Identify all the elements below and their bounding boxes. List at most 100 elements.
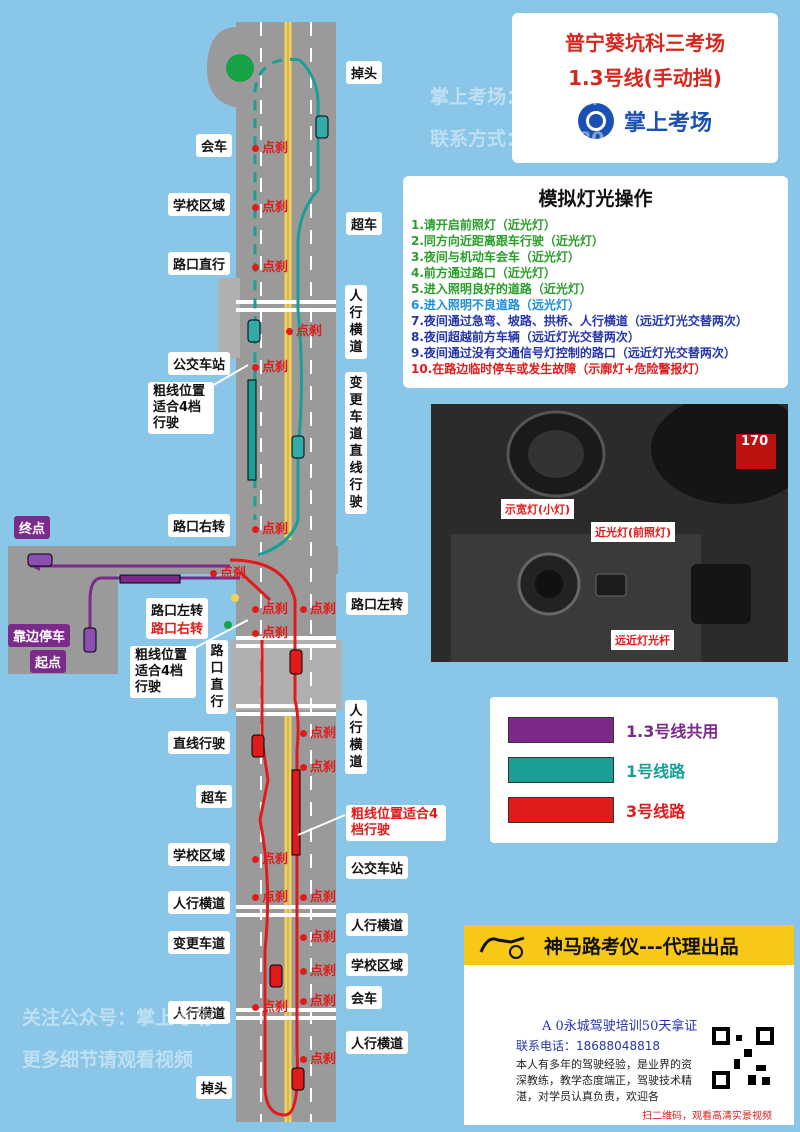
label-biangeng: 变更车道 bbox=[168, 931, 231, 954]
light-operation-panel: 模拟灯光操作 1.请开启前照灯（近光灯） 2.同方向近距离跟车行驶（近光灯） 3.夜… bbox=[403, 176, 788, 388]
dianzha-marker: 点刹 bbox=[252, 518, 288, 537]
light-item: 9.夜间通过没有交通信号灯控制的路口（远近灯光交替两次） bbox=[411, 346, 736, 360]
dot-icon bbox=[252, 894, 259, 901]
dot-icon bbox=[300, 606, 307, 613]
light-heading: 模拟灯光操作 bbox=[538, 188, 653, 210]
label-kaobian: 靠边停车 bbox=[8, 624, 71, 647]
label-r-renxing4: 人行横道 bbox=[346, 1031, 409, 1054]
dianzha-label: 点刹 bbox=[310, 602, 337, 617]
dianzha-label: 点刹 bbox=[262, 890, 289, 905]
dot-icon bbox=[300, 1056, 307, 1063]
steering-wheel-icon bbox=[577, 103, 614, 139]
dashboard-photo: 170 示宽灯(小灯) 近光灯(前照灯) 远近灯光杆 bbox=[431, 404, 788, 662]
dianzha-marker: 点刹 bbox=[210, 562, 246, 581]
dianzha-marker: 点刹 bbox=[300, 886, 336, 905]
legend-swatch bbox=[508, 757, 614, 783]
legend-row-line1: 1号线路 bbox=[508, 757, 685, 783]
stalk-label: 远近灯光杆 bbox=[611, 630, 674, 650]
light-item: 2.同方向近距离跟车行驶（近光灯） bbox=[411, 234, 604, 248]
label-renxing: 人行横道 bbox=[168, 891, 231, 914]
dianzha-label: 点刹 bbox=[262, 1000, 289, 1015]
light-item: 7.夜间通过急弯、坡路、拱桥、人行横道（远近灯光交替两次） bbox=[411, 314, 748, 328]
label-lukou-zuozhuan: 路口左转 bbox=[146, 598, 209, 621]
label-r-renxing2: 人行横道 bbox=[345, 700, 367, 774]
clearance-lamp-label: 示宽灯(小灯) bbox=[501, 499, 575, 519]
watermark-1: 掌上考场：A 0永城驾驶培训5 bbox=[430, 86, 687, 108]
legend-label: 3号线路 bbox=[626, 802, 686, 821]
dianzha-label: 点刹 bbox=[262, 200, 289, 215]
title-line2: 1.3号线(手动挡) bbox=[568, 66, 722, 90]
dianzha-label: 点刹 bbox=[310, 930, 337, 945]
dianzha-label: 点刹 bbox=[262, 360, 289, 375]
dianzha-marker: 点刹 bbox=[252, 886, 288, 905]
title-panel: 普宁葵坑科三考场 1.3号线(手动挡) 掌上考场 bbox=[512, 13, 778, 163]
dianzha-label: 点刹 bbox=[310, 890, 337, 905]
dianzha-marker: 点刹 bbox=[300, 926, 336, 945]
label-r-cuxian: 粗线位置适合4档行驶 bbox=[346, 805, 446, 841]
dianzha-label: 点刹 bbox=[262, 602, 289, 617]
dot-icon bbox=[252, 630, 259, 637]
ad-card: A 0永城驾驶培训50天拿证 联系电话：18688048818 本人有多年的驾驶… bbox=[464, 965, 794, 1125]
light-item: 1.请开启前照灯（近光灯） bbox=[411, 218, 556, 232]
dashboard-illustration bbox=[431, 404, 788, 662]
title-line1: 普宁葵坑科三考场 bbox=[565, 31, 725, 55]
low-beam-label: 近光灯(前照灯) bbox=[591, 522, 676, 542]
dianzha-marker: 点刹 bbox=[252, 622, 288, 641]
label-zhixian: 直线行驶 bbox=[168, 731, 231, 754]
dot-icon bbox=[300, 764, 307, 771]
legend-label: 1号线路 bbox=[626, 762, 686, 781]
dianzha-label: 点刹 bbox=[310, 726, 337, 741]
label-chaoche: 超车 bbox=[196, 785, 233, 808]
light-item: 3.夜间与机动车会车（近光灯） bbox=[411, 250, 580, 264]
legend-swatch bbox=[508, 717, 614, 743]
label-r-chaoche: 超车 bbox=[346, 212, 383, 235]
dianzha-marker: 点刹 bbox=[252, 256, 288, 275]
dianzha-label: 点刹 bbox=[262, 260, 289, 275]
label-diaotou2: 掉头 bbox=[196, 1076, 233, 1099]
label-r-lukou-zuozhuan: 路口左转 bbox=[346, 592, 409, 615]
label-cuxian-mid: 粗线位置适合4档行驶 bbox=[130, 646, 196, 698]
dot-icon bbox=[252, 526, 259, 533]
label-renxing2: 人行横道 bbox=[168, 1001, 231, 1024]
dot-icon bbox=[300, 730, 307, 737]
label-r-renxing3: 人行横道 bbox=[346, 913, 409, 936]
horse-cart-icon bbox=[479, 936, 525, 959]
label-zhongdian: 终点 bbox=[14, 516, 51, 539]
dianzha-marker: 点刹 bbox=[252, 356, 288, 375]
dot-icon bbox=[210, 570, 217, 577]
label-lukou-zhixing: 路口直行 bbox=[168, 252, 231, 275]
light-item: 8.夜间超越前方车辆（远近灯光交替两次） bbox=[411, 330, 640, 344]
legend-row-common: 1.3号线共用 bbox=[508, 717, 718, 743]
qr-code-icon[interactable] bbox=[710, 1025, 776, 1091]
watermark-4: 更多细节请观看视频 bbox=[22, 1049, 194, 1071]
label-r-renxing: 人行横道 bbox=[345, 285, 367, 359]
dot-icon bbox=[252, 364, 259, 371]
label-r-diaotou: 掉头 bbox=[346, 61, 383, 84]
dot-icon bbox=[300, 968, 307, 975]
dianzha-label: 点刹 bbox=[262, 522, 289, 537]
ad-school: A 0永城驾驶培训50天拿证 bbox=[542, 1019, 698, 1034]
label-lukou-youzhuan: 路口右转 bbox=[168, 514, 231, 537]
dianzha-marker: 点刹 bbox=[252, 196, 288, 215]
brand: 掌上考场 bbox=[512, 103, 778, 139]
dianzha-marker: 点刹 bbox=[286, 320, 322, 339]
speed-readout: 170 bbox=[741, 434, 769, 449]
label-r-biangeng: 变更车道 bbox=[345, 372, 367, 446]
label-r-xuexiao: 学校区域 bbox=[346, 953, 409, 976]
dianzha-marker: 点刹 bbox=[300, 960, 336, 979]
label-cuxian-top: 粗线位置适合4档行驶 bbox=[148, 382, 214, 434]
light-item: 4.前方通过路口（近光灯） bbox=[411, 266, 556, 280]
dot-icon bbox=[300, 934, 307, 941]
legend-swatch bbox=[508, 797, 614, 823]
watermark-2: 联系方式：18688048818 bbox=[430, 128, 671, 150]
dot-icon bbox=[252, 606, 259, 613]
dot-icon bbox=[252, 204, 259, 211]
label-r-huiche: 会车 bbox=[346, 986, 383, 1009]
dianzha-label: 点刹 bbox=[220, 566, 247, 581]
dianzha-marker: 点刹 bbox=[252, 598, 288, 617]
watermark-3: 关注公众号：掌上考场 bbox=[22, 1007, 213, 1029]
dianzha-marker: 点刹 bbox=[252, 996, 288, 1015]
dianzha-marker: 点刹 bbox=[300, 756, 336, 775]
dianzha-label: 点刹 bbox=[310, 1052, 337, 1067]
